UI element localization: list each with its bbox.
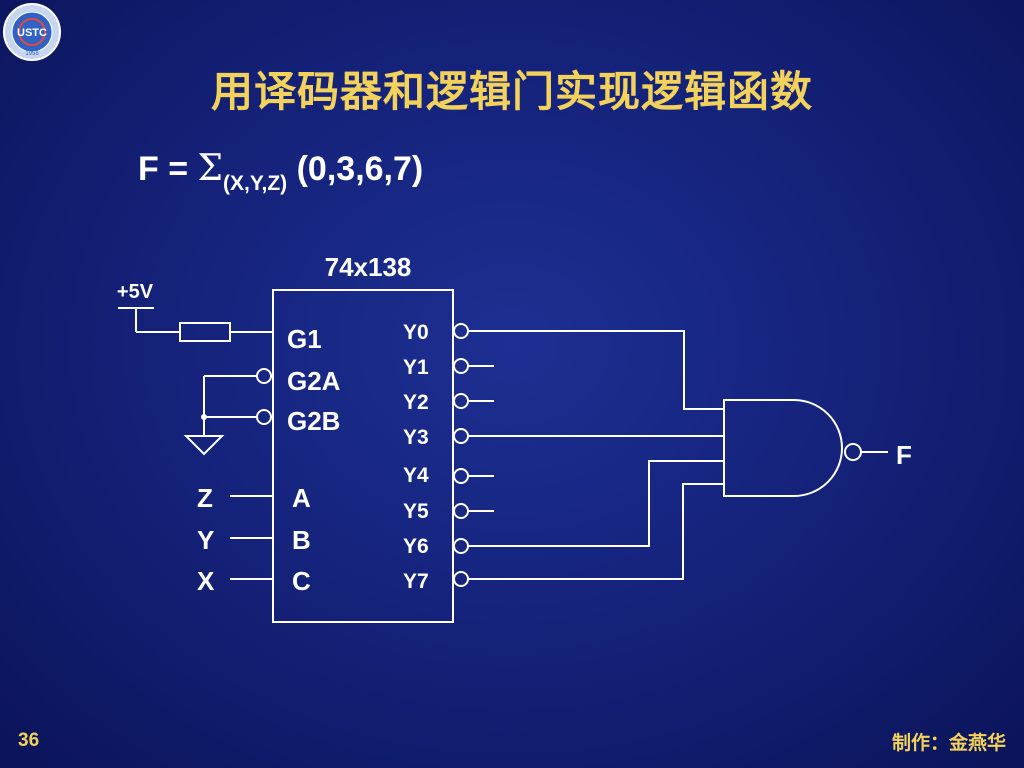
pin-label-g2b: G2B <box>287 406 340 436</box>
nand-gate <box>723 399 843 497</box>
output-label-y0: Y0 <box>403 321 429 344</box>
output-label-y1: Y1 <box>403 356 429 379</box>
output-label-y4: Y4 <box>403 464 429 487</box>
y7-output-bubble <box>453 571 469 587</box>
sigma-symbol: Σ <box>197 148 223 189</box>
pin-label-a: A <box>292 483 311 513</box>
logo-text: USTC <box>17 27 47 39</box>
logic-formula: F = Σ(X,Y,Z) (0,3,6,7) <box>138 148 424 195</box>
input-label-z: Z <box>197 483 213 513</box>
output-label-y5: Y5 <box>403 500 429 523</box>
y5-output-bubble <box>453 503 469 519</box>
input-label-x: X <box>197 566 215 596</box>
output-label-y6: Y6 <box>403 535 429 558</box>
output-label-f: F <box>896 440 912 470</box>
y6-output-bubble <box>453 538 469 554</box>
formula-terms: (0,3,6,7) <box>287 150 424 188</box>
university-logo: USTC 1958 <box>3 3 61 61</box>
y3-output-bubble <box>453 428 469 444</box>
pin-label-g1: G1 <box>287 324 322 354</box>
pin-label-g2a: G2A <box>287 366 341 396</box>
nand-output-bubble <box>844 443 862 461</box>
g2b-inversion-bubble <box>256 409 272 425</box>
formula-subscript: (X,Y,Z) <box>222 172 288 195</box>
output-label-y3: Y3 <box>403 426 429 449</box>
page-number: 36 <box>18 730 40 751</box>
y2-output-bubble <box>453 393 469 409</box>
output-label-y7: Y7 <box>403 570 429 593</box>
wire-y6 <box>468 460 724 547</box>
pin-label-c: C <box>292 566 311 596</box>
chip-name: 74x138 <box>325 252 412 282</box>
ground-icon <box>183 435 225 456</box>
logo-year: 1958 <box>25 51 39 57</box>
y1-output-bubble <box>453 358 469 374</box>
output-label-y2: Y2 <box>403 391 429 414</box>
g2a-inversion-bubble <box>256 368 272 384</box>
formula-lhs: F = <box>138 150 198 188</box>
y4-output-bubble <box>453 468 469 484</box>
input-label-y: Y <box>197 525 214 555</box>
pin-label-b: B <box>292 525 311 555</box>
supply-label: +5V <box>117 281 154 303</box>
author-credit: 制作：金燕华 <box>891 732 1006 754</box>
wire-y0 <box>468 330 724 410</box>
y0-output-bubble <box>453 323 469 339</box>
junction-dot <box>201 414 207 420</box>
pullup-resistor <box>179 322 231 342</box>
slide-title: 用译码器和逻辑门实现逻辑函数 <box>210 67 813 116</box>
decoder-chip-body <box>272 289 454 623</box>
wire-y7 <box>468 483 724 580</box>
